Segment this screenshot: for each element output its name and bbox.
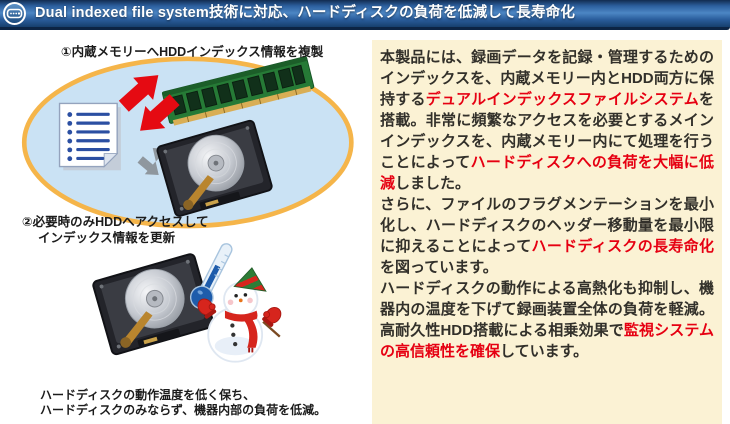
section-title: Dual indexed file system技術に対応、ハードディスクの負荷… [35,5,576,21]
paragraph-1: 本製品には、録画データを記録・管理するためのインデックスを、内蔵メモリー内とHD… [380,47,714,194]
red-copy-arrows-icon [118,75,180,131]
text-run: ハードディスクの動作による高熱化も抑制し、機器内の温度を下げて録画装置全体の負荷… [380,280,714,339]
diagram-illustration [21,56,354,363]
diagram-area: ①内蔵メモリーへHDDインデックス情報を複製 ②必要時のみHDDへアクセスして … [0,30,370,424]
highlight-text: ハードディスクの長寿命化 [531,238,715,255]
diagram-caption-line1: ハードディスクの動作温度を低く保ち、 [40,388,256,402]
step2-label-line2: インデックス情報を更新 [38,231,176,245]
diagram-caption-line2: ハードディスクのみならず、機器内部の負荷を低減。 [40,403,327,417]
step2-label-line1: ②必要時のみHDDへアクセスして [22,215,209,229]
description-panel: 本製品には、録画データを記録・管理するためのインデックスを、内蔵メモリー内とHD… [372,40,722,424]
step1-label: ①内蔵メモリーへHDDインデックス情報を複製 [61,45,324,59]
text-run: 本製品には、録画データを記録・管理するためのインデックスを、内蔵メモリー内とHD… [380,49,714,108]
paragraph-2: さらに、ファイルのフラグメンテーションを最小化し、ハードディスクのヘッダー移動量… [380,194,714,278]
highlight-text: デュアルインデックスファイルシステム [425,91,699,108]
memory-module-icon [161,56,315,126]
recorder-icon [3,2,26,25]
text-run: を搭載。非常に頻繁なアクセスを必要とするメインインデックスを、内蔵メモリー内にて… [380,91,714,171]
section-header-bar: Dual indexed file system技術に対応、ハードディスクの負荷… [0,0,730,30]
text-run: しました。 [395,175,471,192]
text-run: を図っています。 [380,259,498,276]
text-run: しています。 [500,343,589,360]
snowman-icon [197,267,282,363]
text-run: さらに、ファイルのフラグメンテーションを最小化し、ハードディスクのヘッダー移動量… [380,196,714,255]
paragraph-3: ハードディスクの動作による高熱化も抑制し、機器内の温度を下げて録画装置全体の負荷… [380,278,714,362]
highlight-text: 監視システムの高信頼性を確保 [380,322,714,360]
index-document-icon [58,102,121,171]
highlight-text: ハードディスクへの負荷を大幅に低減 [380,154,714,192]
